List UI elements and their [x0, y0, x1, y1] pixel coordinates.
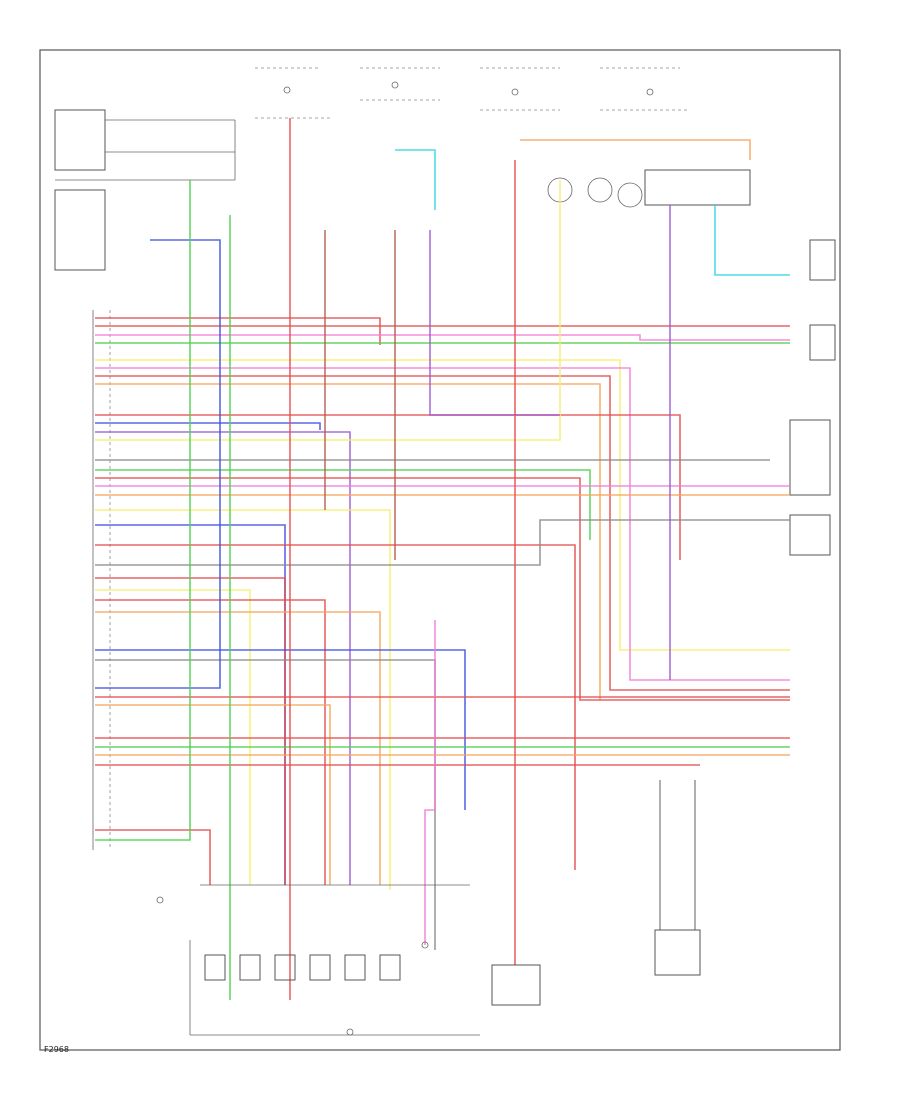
green-wire — [95, 180, 191, 841]
solenoid — [309, 954, 331, 981]
solenoid — [344, 954, 366, 981]
red-wire — [95, 375, 790, 691]
bottom-components — [156, 884, 701, 1036]
yellow-wire — [95, 509, 391, 890]
blue-wire — [95, 239, 221, 689]
fuse-terminal — [283, 86, 291, 94]
gray-wire — [95, 659, 436, 950]
indicator-lamp — [587, 177, 613, 203]
control-module — [491, 964, 541, 1006]
right-components — [547, 169, 836, 556]
indicator-lamp — [617, 182, 643, 208]
diagram-border — [39, 49, 841, 1051]
orange-wire — [520, 139, 751, 160]
solenoid — [274, 954, 296, 981]
yellow-wire — [95, 589, 251, 885]
junction-box — [644, 169, 751, 206]
right-sensor-3 — [789, 514, 831, 556]
fuse-terminal — [511, 88, 519, 96]
orange-wire — [95, 383, 601, 700]
connector-pin — [421, 941, 429, 949]
fuse-terminal — [646, 88, 654, 96]
sensor-block-lower — [54, 189, 106, 271]
sensor-block-upper — [54, 109, 106, 171]
purple-wire — [429, 230, 560, 416]
solenoid — [379, 954, 401, 981]
top-fuse-blocks — [255, 67, 690, 119]
blue-wire — [95, 649, 466, 810]
cyan-wire — [395, 149, 436, 210]
yellow-wire — [95, 359, 790, 651]
red-wire — [95, 317, 381, 345]
orange-wire — [95, 611, 381, 885]
red-wire — [95, 577, 286, 885]
solenoid — [204, 954, 226, 981]
ecu-connector-column — [92, 310, 111, 850]
right-sensor-1 — [809, 239, 836, 281]
right-sensor-2 — [809, 324, 836, 361]
blue-wire — [95, 422, 321, 430]
red-wire — [95, 414, 681, 560]
solenoid — [239, 954, 261, 981]
left-sensors — [54, 109, 236, 271]
wire-harness — [95, 118, 790, 1000]
purple-wire — [95, 431, 351, 885]
pink-wire — [424, 620, 436, 945]
figure-code: F2968 — [44, 1045, 69, 1054]
pink-wire — [95, 334, 790, 341]
fuse-terminal — [391, 81, 399, 89]
sensor-module — [654, 929, 701, 976]
red-wire — [95, 599, 326, 885]
connector-pin — [156, 896, 164, 904]
green-wire — [95, 469, 591, 540]
red-wire — [95, 477, 790, 701]
right-switch-assembly — [789, 419, 831, 496]
gray-wire — [95, 519, 790, 566]
ground-point — [346, 1028, 354, 1036]
red-wire — [95, 544, 576, 870]
yellow-wire — [95, 180, 561, 441]
cyan-wire — [714, 205, 790, 276]
red-wire — [95, 829, 211, 885]
pink-wire — [95, 367, 790, 681]
orange-wire — [95, 704, 331, 885]
